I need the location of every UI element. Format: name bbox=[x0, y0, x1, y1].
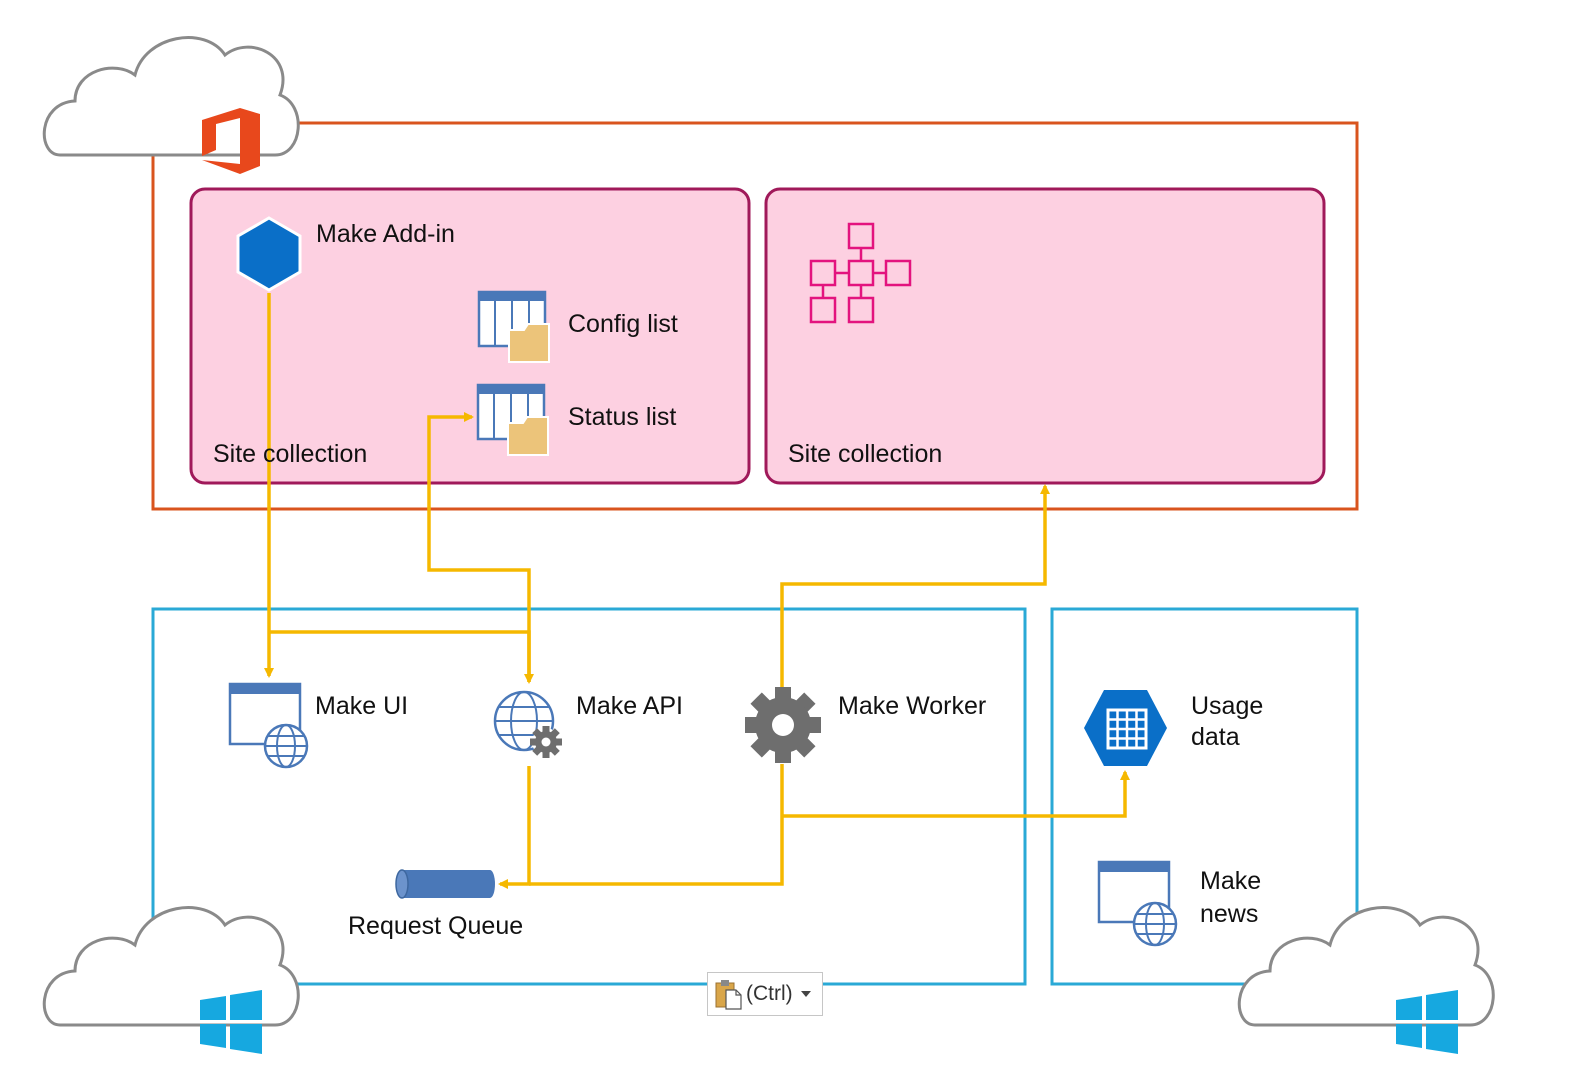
table-hexagon-icon bbox=[1084, 690, 1167, 766]
request-queue-label: Request Queue bbox=[348, 912, 523, 940]
make-news-label-line2: news bbox=[1200, 900, 1258, 928]
site-collection-label-right: Site collection bbox=[788, 440, 942, 468]
site-structure-icon bbox=[809, 222, 912, 324]
clipboard-icon bbox=[714, 977, 744, 1011]
paste-options-label: (Ctrl) bbox=[746, 982, 793, 1005]
hexagon-addin-icon bbox=[236, 216, 302, 292]
make-addin-label: Make Add-in bbox=[316, 220, 455, 248]
connector-api-to-queue bbox=[498, 766, 531, 889]
usage-data-label-line1: Usage bbox=[1191, 692, 1263, 720]
chevron-down-icon bbox=[800, 991, 811, 997]
site-collection-box-left bbox=[189, 187, 751, 485]
gear-icon bbox=[745, 687, 821, 763]
web-app-globe-icon bbox=[1097, 860, 1178, 947]
globe-gear-icon bbox=[493, 690, 562, 758]
queue-cylinder-icon bbox=[395, 869, 495, 899]
config-list-label: Config list bbox=[568, 310, 678, 338]
connector-worker-to-usage bbox=[782, 770, 1130, 818]
office365-boundary bbox=[151, 121, 1359, 511]
paste-options-button[interactable]: (Ctrl) bbox=[707, 972, 823, 1016]
connectors bbox=[264, 293, 1130, 889]
connector-api-to-status-list bbox=[427, 412, 531, 682]
connector-worker-to-site bbox=[780, 484, 1050, 688]
connector-to-api bbox=[269, 630, 534, 684]
cloud-icon bbox=[42, 36, 300, 157]
azure-boundary-main bbox=[151, 607, 1027, 986]
status-list-label: Status list bbox=[568, 403, 676, 431]
make-news-label-line1: Make bbox=[1200, 867, 1261, 895]
site-collection-box-right bbox=[764, 187, 1326, 485]
connector-worker-to-queue bbox=[529, 764, 784, 886]
web-app-globe-icon bbox=[228, 682, 309, 769]
site-collection-label-left: Site collection bbox=[213, 440, 367, 468]
office-logo-icon bbox=[202, 108, 260, 174]
usage-data-label-line2: data bbox=[1191, 723, 1240, 751]
azure-boundary-secondary bbox=[1050, 607, 1359, 986]
make-api-label: Make API bbox=[576, 692, 683, 720]
make-ui-label: Make UI bbox=[315, 692, 408, 720]
make-worker-label: Make Worker bbox=[838, 692, 986, 720]
